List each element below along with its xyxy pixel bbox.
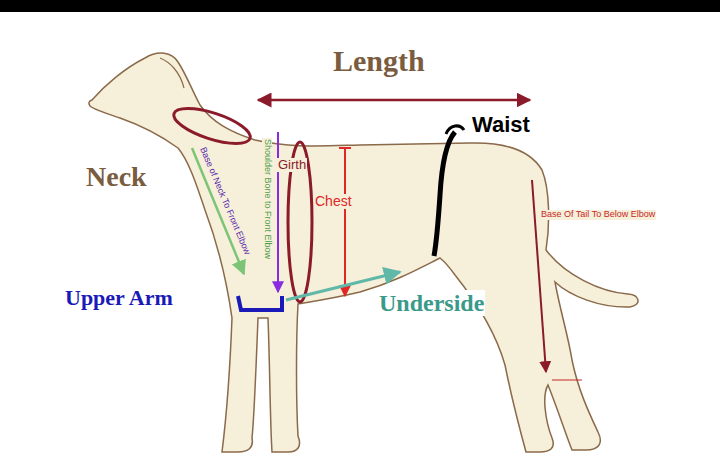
waist-hook [446,126,464,134]
dog-ear [160,58,184,88]
neck-elbow-label: Base of Neck To Front Elbow [197,145,252,257]
girth-label: Girth [277,158,307,172]
top-bar [0,0,720,12]
tail-elbow-arrow [532,180,546,372]
dog-body [89,53,638,452]
shoulder-elbow-label: Shoulder Bone to Front Elbow [262,138,272,260]
chest-arrow [344,148,346,296]
waist-band [434,132,455,256]
upper-arm-label: Upper Arm [65,286,173,310]
underside-label: Underside [378,290,485,316]
waist-label: Waist [472,113,530,137]
foot-tick [552,380,582,381]
upper-arm-bracket [238,296,282,310]
neck-label: Neck [86,162,147,193]
tail-elbow-label: Base Of Tail To Below Elbow [540,210,656,220]
neck-ring [170,101,254,150]
length-label: Length [333,44,425,77]
chest-label: Chest [314,194,353,209]
shoulder-elbow-arrow [277,132,279,292]
neck-elbow-arrow [192,148,244,274]
length-arrow [258,99,530,102]
